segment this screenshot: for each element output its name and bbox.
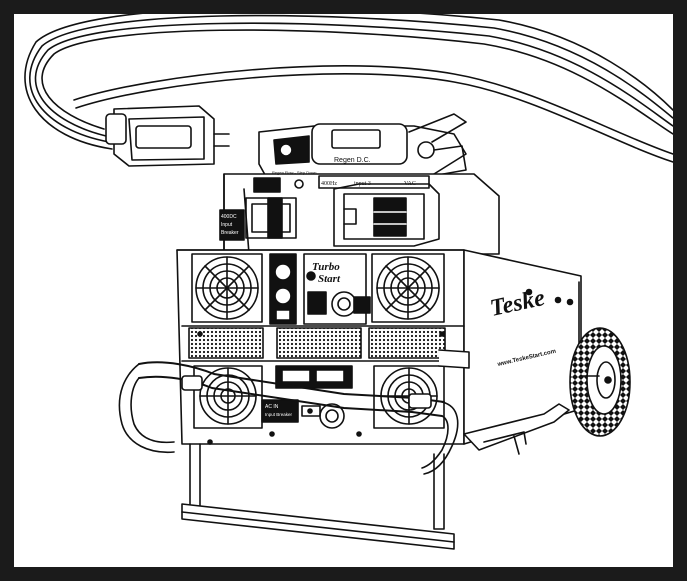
tow-bar <box>463 403 570 455</box>
side-handle <box>438 349 470 369</box>
input-tag-right: VAC <box>404 181 416 187</box>
upper-module <box>219 173 500 255</box>
vent-grille <box>368 327 446 359</box>
regen-display-unit <box>258 113 467 183</box>
stand-legs <box>181 443 455 550</box>
panel-screws <box>197 331 445 445</box>
cooling-fan <box>371 253 445 323</box>
cable-connector <box>105 105 230 167</box>
input-tag-left: 400Hz <box>321 181 337 187</box>
upper-breaker-line3: Breaker <box>221 230 239 236</box>
cooling-fan <box>193 365 263 429</box>
top-display-label: Regen D.C. <box>334 157 371 164</box>
top-panel-small-label: Regen Flow - Step Down <box>272 170 316 175</box>
lower-breaker-line1: AC IN <box>265 404 279 410</box>
front-handle <box>118 361 459 475</box>
turbo-brand-line1: Turbo <box>312 261 340 273</box>
input-tag-mid: input 3 <box>354 181 371 187</box>
cooling-fan <box>191 253 263 323</box>
illustration-canvas: Regen D.C. Regen Flow - Step Down 400Hz … <box>14 7 674 567</box>
power-cables <box>24 7 674 163</box>
upper-breaker-line2: Input <box>221 222 233 228</box>
control-panel <box>269 253 371 325</box>
wheel <box>569 327 631 437</box>
upper-breaker-line1: 400DC <box>221 214 237 220</box>
turbo-brand-line2: Start <box>318 273 341 285</box>
ground-power-unit-illustration: Regen D.C. Regen Flow - Step Down 400Hz … <box>24 7 674 550</box>
lower-input-breaker <box>261 399 345 429</box>
vent-grille <box>276 327 362 359</box>
digital-meters <box>275 365 353 389</box>
lower-breaker-line2: Input Breaker <box>265 412 293 417</box>
